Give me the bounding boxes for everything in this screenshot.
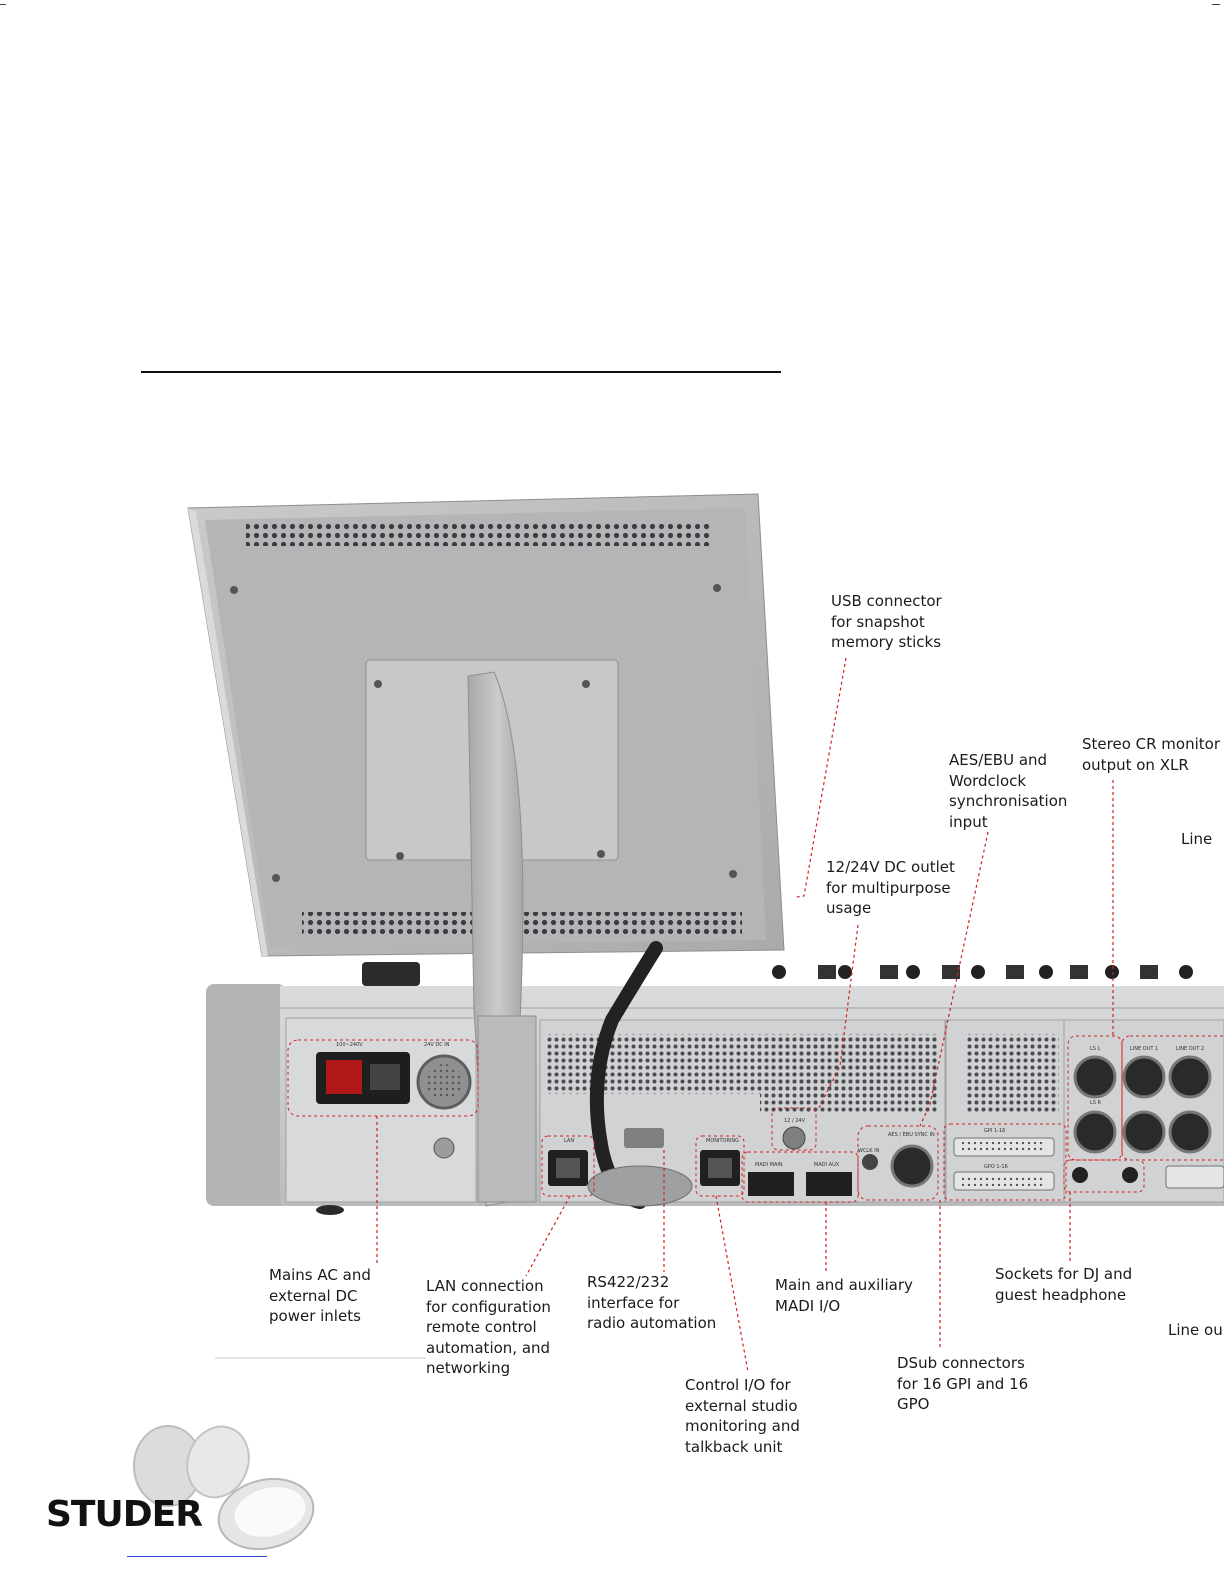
label-rs422: RS422/232 interface for radio automation: [587, 1273, 717, 1332]
crop-mark-right: [1212, 4, 1220, 5]
console-chassis: [206, 984, 1224, 1215]
label-line-bottom: Line ou: [1168, 1321, 1223, 1339]
crop-mark-left: [0, 4, 6, 5]
power-panel: [316, 1052, 472, 1159]
console-knobs: [362, 962, 1193, 986]
highlight-boxes: [287, 1035, 1224, 1203]
label-aes-ebu: AES/EBU and Wordclock synchronisation in…: [949, 751, 1068, 831]
marking-lan: LAN: [564, 1138, 574, 1144]
marking-ls-l: LS L: [1090, 1046, 1101, 1052]
marking-gpi: GPI 1-16: [984, 1128, 1005, 1134]
rear-connectors: [548, 1055, 1224, 1196]
studer-logo-text: STUDER: [46, 1494, 203, 1535]
marking-dc-in: 24V DC IN: [424, 1042, 450, 1048]
label-lan: LAN connection for configuration remote …: [426, 1277, 551, 1377]
marking-dc-out: 12 / 24V: [784, 1118, 806, 1124]
label-dsub: DSub connectors for 16 GPI and 16 GPO: [897, 1354, 1029, 1413]
marking-gpo: GPO 1-16: [984, 1164, 1008, 1170]
marking-power: 100~240V: [336, 1042, 363, 1048]
label-mains: Mains AC and external DC power inlets: [269, 1266, 371, 1325]
label-control-io: Control I/O for external studio monitori…: [685, 1376, 800, 1456]
marking-ls-r: LS R: [1090, 1100, 1102, 1106]
marking-madi-aux: MADI AUX: [814, 1162, 840, 1168]
marking-wclk: WCLK IN: [858, 1148, 880, 1154]
marking-monitoring: MONITORING: [706, 1138, 739, 1144]
label-dc-outlet: 12/24V DC outlet for multipurpose usage: [826, 858, 955, 917]
leader-lines: [376, 657, 1114, 1373]
label-sockets: Sockets for DJ and guest headphone: [995, 1265, 1133, 1304]
marking-aes-sync: AES / EBU SYNC IN: [888, 1132, 935, 1138]
label-line-top: Line: [1181, 830, 1213, 848]
studer-logo-mark: [133, 1425, 315, 1550]
marking-line-out-2: LINE OUT 2: [1176, 1046, 1204, 1052]
label-stereo-cr: Stereo CR monitor output on XLR: [1082, 735, 1220, 774]
label-madi: Main and auxiliary MADI I/O: [775, 1276, 913, 1315]
marking-line-out-1: LINE OUT 1: [1130, 1046, 1158, 1052]
footer-link-line: [127, 1556, 267, 1557]
label-usb-connector: USB connector for snapshot memory sticks: [831, 592, 942, 651]
panel-markings: 100~240V 24V DC IN LAN MONITORING MADI M…: [336, 1042, 1204, 1170]
section-rule: [141, 371, 781, 373]
marking-madi-main: MADI MAIN: [755, 1162, 783, 1168]
